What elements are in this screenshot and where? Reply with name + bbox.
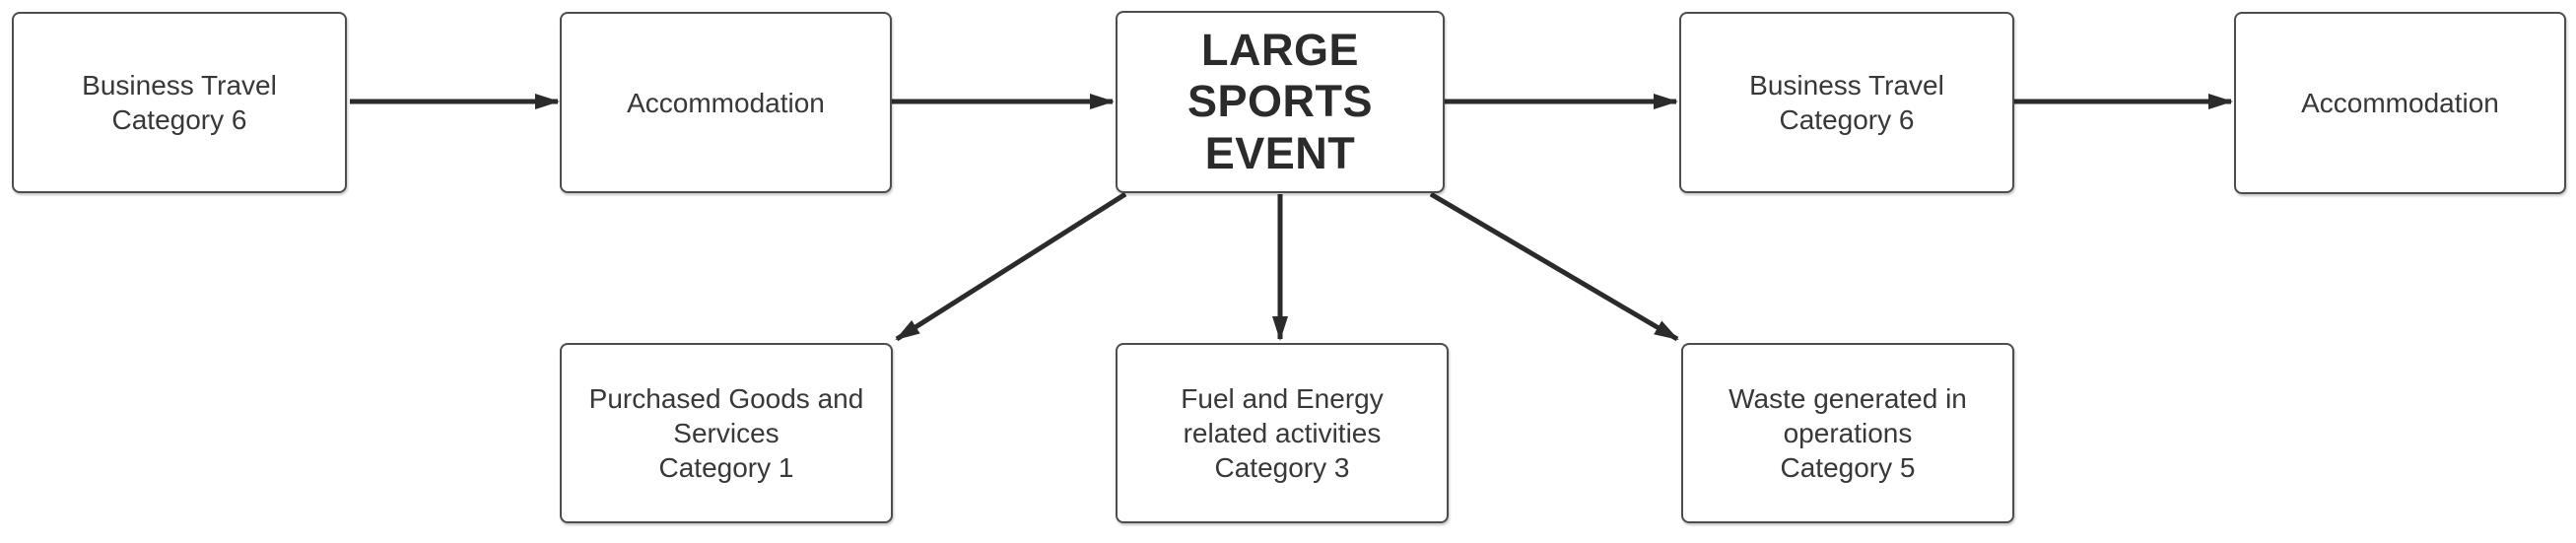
arrow-large-sports-event-to-purchased-goods (895, 191, 1127, 342)
node-fuel-energy-related-activities-category-3: Fuel and Energy related activities Categ… (1116, 343, 1449, 523)
node-purchased-goods-services-category-1: Purchased Goods and Services Category 1 (560, 343, 893, 523)
node-large-sports-event: LARGE SPORTS EVENT (1116, 11, 1445, 193)
node-waste-generated-in-operations-category-5: Waste generated in operations Category 5 (1681, 343, 2014, 523)
arrow-large-sports-event-to-waste-operations (1429, 191, 1679, 342)
node-business-travel-category-6-right: Business Travel Category 6 (1679, 12, 2014, 193)
node-business-travel-category-6-left: Business Travel Category 6 (12, 12, 347, 193)
node-accommodation-right: Accommodation (2234, 12, 2566, 194)
node-accommodation-left: Accommodation (560, 12, 892, 193)
